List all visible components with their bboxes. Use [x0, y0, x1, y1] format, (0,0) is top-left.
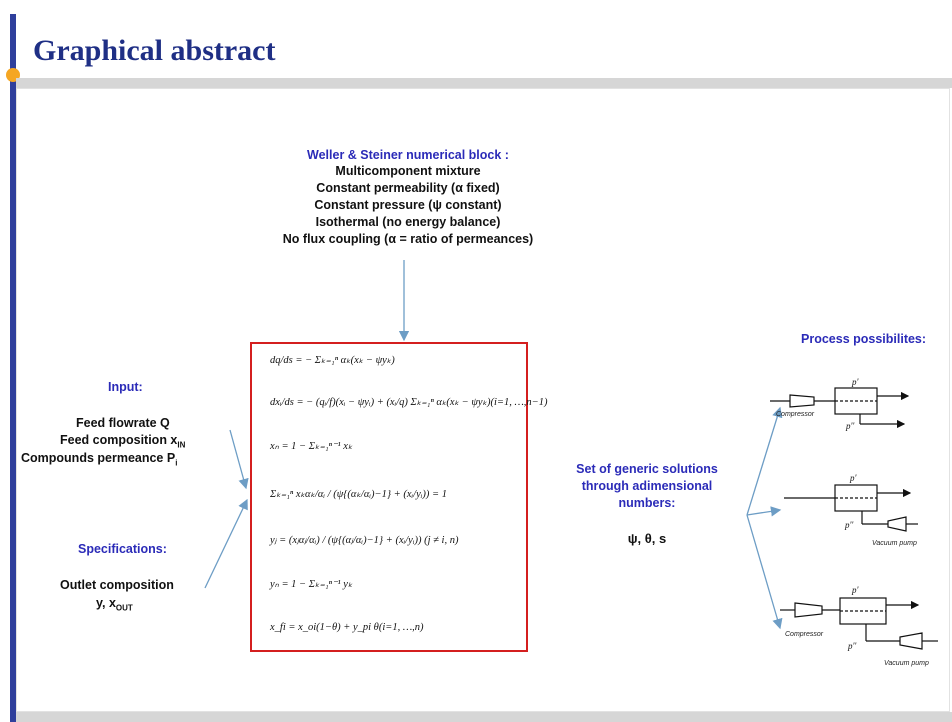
p-low-3: p'' [847, 641, 857, 651]
vacuum-label-3: Vacuum pump [884, 660, 929, 667]
solutions-line-3: numbers: [618, 496, 676, 510]
equation-box: dq/ds = − Σₖ₌₁ⁿ αₖ(xₖ − ψyₖ) dxᵢ/ds = − … [250, 342, 548, 652]
block-heading: Weller & Steiner numerical block : [307, 148, 509, 162]
arrow-to-process-3 [746, 514, 783, 630]
block-line-2: Constant permeability (α fixed) [316, 181, 500, 195]
p-high-2: p' [849, 473, 858, 483]
arrow-input-to-equations [229, 429, 249, 490]
process-option-vacuum [784, 484, 918, 532]
specs-line-2: y, xOUT [96, 596, 133, 613]
compressor-label-3: Compressor [785, 631, 824, 638]
accent-vertical-bar [10, 14, 16, 722]
solutions-line-2: through adimensional [581, 479, 713, 493]
input-line-3: Compounds permeance Pi [21, 451, 178, 468]
block-line-1: Multicomponent mixture [335, 164, 481, 178]
process-heading: Process possibilites: [801, 332, 927, 346]
p-high-1: p' [851, 377, 860, 387]
process-option-compressor [770, 387, 910, 429]
input-heading: Input: [108, 380, 143, 394]
process-option-combined [780, 597, 938, 650]
specs-line-1: Outlet composition [60, 578, 174, 592]
equation-2: dxᵢ/ds = − (qᵢ/f)(xᵢ − ψyᵢ) + (xᵢ/q) Σₖ₌… [270, 397, 548, 408]
vacuum-label-2: Vacuum pump [872, 540, 917, 547]
p-low-1: p'' [845, 421, 855, 431]
input-line-1: Feed flowrate Q [76, 416, 170, 430]
equation-7: x_fi = x_oi(1−θ) + y_pi θ(i=1, …,n) [270, 622, 424, 633]
equation-4: Σₖ₌₁ⁿ xₖαₖ/αᵢ / (ψ{(αₖ/αᵢ)−1} + (xᵢ/yᵢ))… [270, 489, 447, 500]
equation-3: xₙ = 1 − Σₖ₌₁ⁿ⁻¹ xₖ [270, 441, 353, 452]
equation-6: yₙ = 1 − Σₖ₌₁ⁿ⁻¹ yₖ [270, 579, 353, 590]
arrow-to-process-1 [746, 406, 783, 516]
page-title: Graphical abstract [33, 34, 276, 67]
arrow-specs-to-equations [204, 498, 248, 589]
equation-1: dq/ds = − Σₖ₌₁ⁿ αₖ(xₖ − ψyₖ) [270, 355, 395, 366]
solutions-params: ψ, θ, s [627, 531, 667, 546]
equation-5: yⱼ = (xⱼαⱼ/αᵢ) / (ψ{(αⱼ/αᵢ)−1} + (xᵢ/yᵢ)… [270, 535, 459, 546]
title-underline [16, 78, 952, 88]
block-line-5: No flux coupling (α = ratio of permeance… [282, 232, 534, 246]
specs-heading: Specifications: [78, 542, 167, 556]
solutions-line-1: Set of generic solutions [576, 462, 718, 476]
input-line-2: Feed composition xIN [60, 433, 186, 450]
p-low-2: p'' [844, 520, 854, 530]
p-high-3: p' [851, 585, 860, 595]
arrow-to-process-2 [746, 506, 782, 517]
bottom-strip [16, 712, 952, 722]
block-line-3: Constant pressure (ψ constant) [314, 198, 502, 212]
block-line-4: Isothermal (no energy balance) [315, 215, 501, 229]
compressor-label-1: Compressor [776, 411, 815, 418]
